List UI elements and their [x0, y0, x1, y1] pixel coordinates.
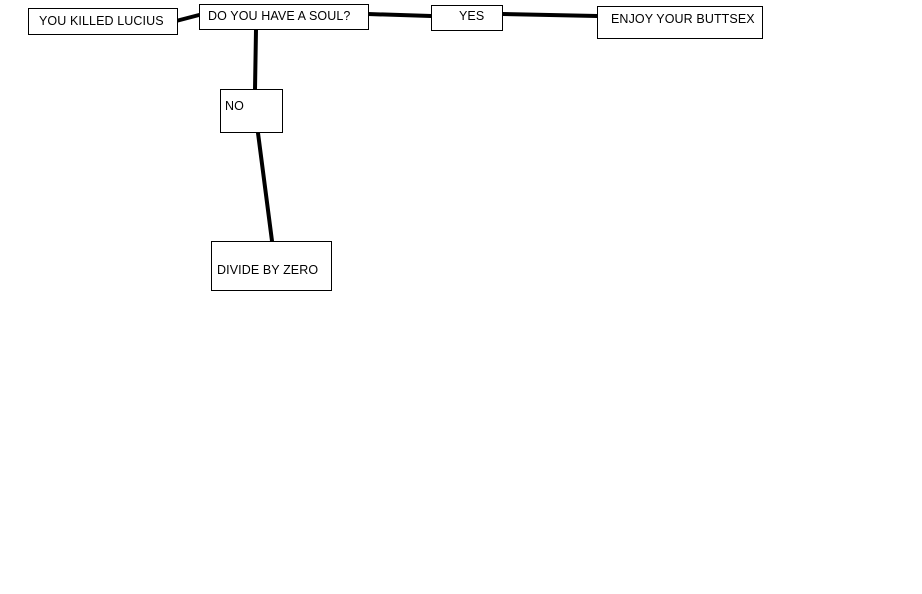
connector-yes-to-enjoy: [501, 12, 599, 18]
node-label: NO: [225, 99, 244, 113]
connector-soul-to-no: [253, 28, 258, 91]
node-divide-by-zero: DIVIDE BY ZERO: [211, 241, 332, 291]
node-yes: YES: [431, 5, 503, 31]
connector-no-to-zero: [256, 131, 274, 243]
node-do-you-have-a-soul: DO YOU HAVE A SOUL?: [199, 4, 369, 30]
node-no: NO: [220, 89, 283, 133]
node-label: ENJOY YOUR BUTTSEX: [611, 12, 755, 26]
connector-lucius-to-soul: [174, 13, 201, 23]
node-enjoy: ENJOY YOUR BUTTSEX: [597, 6, 763, 39]
connector-soul-to-yes: [366, 12, 433, 18]
node-label: DIVIDE BY ZERO: [217, 263, 319, 277]
node-label: DO YOU HAVE A SOUL?: [208, 9, 351, 23]
node-you-killed-lucius: YOU KILLED LUCIUS: [28, 8, 178, 35]
node-label: YOU KILLED LUCIUS: [39, 14, 164, 28]
node-label: YES: [459, 9, 485, 23]
